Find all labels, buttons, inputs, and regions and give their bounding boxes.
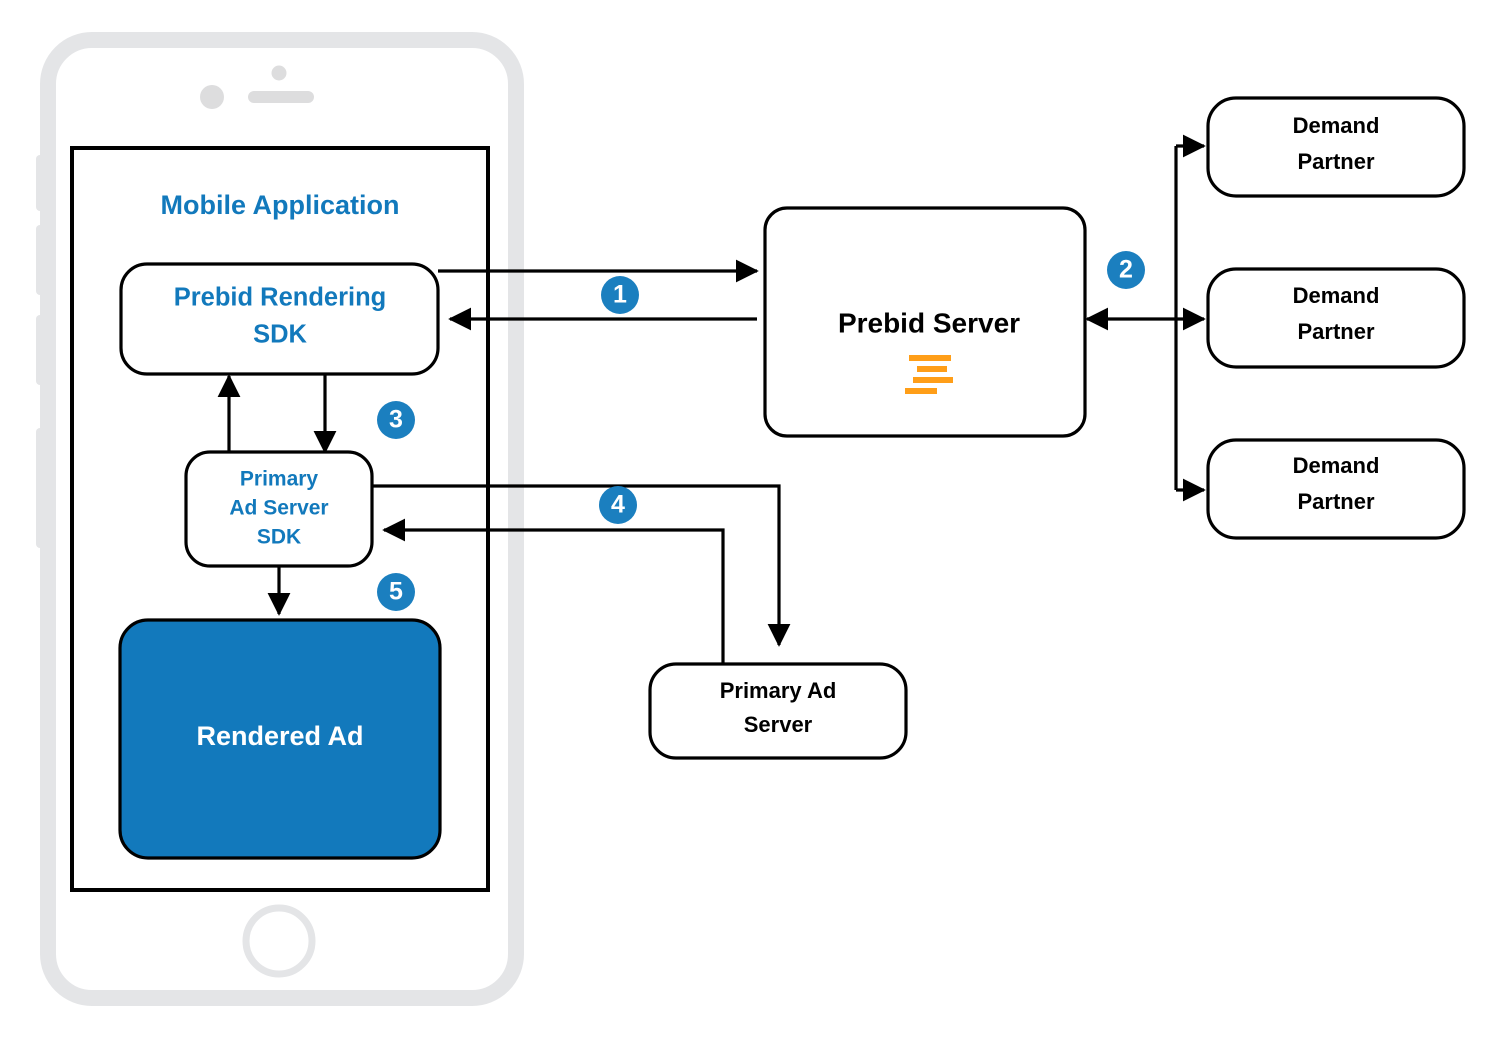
- step-badge-2: 2: [1107, 251, 1145, 289]
- step-badge-3-circle: [377, 401, 415, 439]
- page-title: Mobile Application: [161, 190, 400, 220]
- node-demand-partner-3-label-line-2: Partner: [1297, 489, 1374, 514]
- node-primary-ad-server-shape: [648, 662, 908, 760]
- node-demand-partner-1-shape: [1206, 96, 1466, 198]
- home-button[interactable]: [242, 904, 316, 978]
- node-demand-partner-2-label-line-2: Partner: [1297, 319, 1374, 344]
- connector-step4-response: [382, 518, 725, 665]
- step-badge-4-number: 4: [611, 491, 625, 519]
- node-rendered-ad-label: Rendered Ad: [196, 721, 363, 751]
- step-badge-4-circle: [599, 486, 637, 524]
- prebid-logo-icon: [905, 355, 953, 394]
- earpiece-speaker: [248, 91, 314, 103]
- node-primary-ad-server-sdk-label-line-3: SDK: [257, 526, 301, 549]
- step-badge-4: 4: [599, 486, 637, 524]
- step-badge-2-number: 2: [1119, 256, 1133, 284]
- step-badge-5-number: 5: [389, 578, 403, 606]
- step-badge-3-number: 3: [389, 406, 403, 434]
- step-badge-5: 5: [377, 573, 415, 611]
- step-badge-1: 1: [601, 276, 639, 314]
- node-demand-partner-3-shape: [1206, 438, 1466, 540]
- node-prebid-server-label: Prebid Server: [838, 307, 1020, 338]
- connector-step4-request: [372, 484, 791, 647]
- node-prebid-server-shape: [763, 206, 1087, 438]
- node-primary-ad-server-label-line-1: Primary Ad: [720, 678, 837, 703]
- step-badge-2-circle: [1107, 251, 1145, 289]
- node-demand-partner-2-shape: [1206, 267, 1466, 369]
- node-primary-ad-server-sdk-shape: [184, 450, 374, 568]
- node-demand-partner-3-label-line-1: Demand: [1293, 453, 1380, 478]
- node-primary-ad-server-sdk-label-line-2: Ad Server: [229, 497, 328, 520]
- node-primary-ad-server-label-line-2: Server: [744, 712, 813, 737]
- node-demand-partner-3[interactable]: Demand Partner: [1206, 438, 1466, 540]
- node-demand-partner-2-label-line-1: Demand: [1293, 283, 1380, 308]
- step-badge-1-number: 1: [613, 281, 627, 309]
- step-badge-1-circle: [601, 276, 639, 314]
- proximity-sensor-icon: [271, 65, 287, 81]
- node-rendered-ad[interactable]: Rendered Ad: [118, 618, 442, 860]
- node-primary-ad-server[interactable]: Primary Ad Server: [648, 662, 908, 760]
- node-demand-partner-2[interactable]: Demand Partner: [1206, 267, 1466, 369]
- front-camera-icon: [200, 85, 224, 109]
- node-primary-ad-server-sdk-label-line-1: Primary: [240, 468, 319, 491]
- node-primary-ad-server-sdk[interactable]: Primary Ad Server SDK: [184, 450, 374, 568]
- node-prebid-rendering-sdk-shape: [119, 262, 440, 376]
- node-demand-partner-1[interactable]: Demand Partner: [1206, 96, 1466, 198]
- node-demand-partner-1-label-line-1: Demand: [1293, 113, 1380, 138]
- step-badge-5-circle: [377, 573, 415, 611]
- node-demand-partner-1-label-line-2: Partner: [1297, 149, 1374, 174]
- node-prebid-rendering-sdk-label-line-1: Prebid Rendering: [174, 284, 387, 312]
- node-prebid-server[interactable]: Prebid Server: [763, 206, 1087, 438]
- step-badge-3: 3: [377, 401, 415, 439]
- node-prebid-rendering-sdk-label-line-2: SDK: [253, 321, 307, 349]
- node-rendered-ad-shape: [118, 618, 442, 860]
- node-prebid-rendering-sdk[interactable]: Prebid Rendering SDK: [119, 262, 440, 376]
